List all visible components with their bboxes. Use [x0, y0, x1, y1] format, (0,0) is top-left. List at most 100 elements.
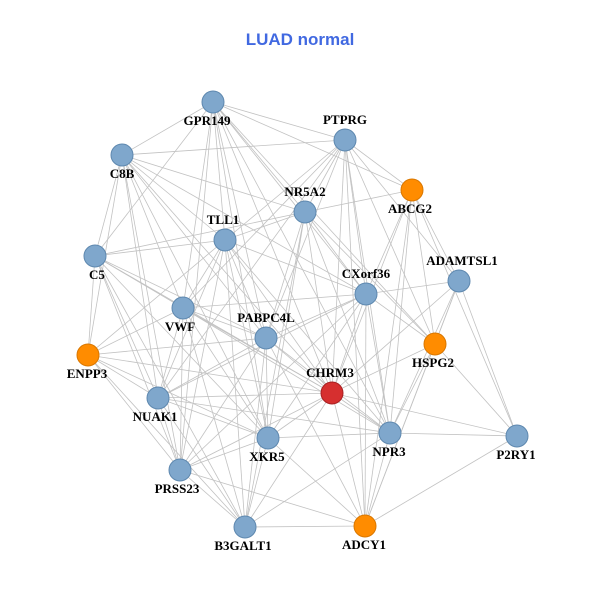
edge-GPR149-PTPRG [212, 101, 346, 141]
node-label-P2RY1: P2RY1 [496, 447, 535, 462]
edge-NPR3-ADCY1 [364, 432, 391, 527]
edge-CXorf36-ADCY1 [364, 293, 367, 527]
edge-CXorf36-CHRM3 [331, 293, 367, 394]
edge-TLL1-NPR3 [224, 239, 391, 434]
edge-TLL1-PABPC4L [224, 239, 267, 339]
edge-PTPRG-PABPC4L [265, 139, 346, 339]
edge-PRSS23-B3GALT1 [179, 469, 246, 528]
edge-ABCG2-ADCY1 [364, 189, 413, 527]
edge-PABPC4L-NUAK1 [157, 337, 267, 399]
edge-NR5A2-XKR5 [267, 211, 306, 439]
edge-TLL1-PRSS23 [179, 239, 226, 471]
edge-CXorf36-PABPC4L [265, 293, 367, 339]
edge-PABPC4L-XKR5 [265, 337, 269, 439]
node-C5 [83, 244, 107, 268]
node-label-NR5A2: NR5A2 [284, 184, 325, 199]
edge-TLL1-C5 [94, 239, 226, 257]
edge-ABCG2-P2RY1 [411, 189, 518, 437]
edge-CHRM3-B3GALT1 [244, 392, 333, 528]
edge-ENPP3-B3GALT1 [87, 354, 246, 528]
edge-CXorf36-HSPG2 [365, 293, 436, 345]
edge-GPR149-ABCG2 [212, 101, 413, 191]
edge-TLL1-XKR5 [224, 239, 269, 439]
edges-layer [87, 101, 518, 528]
edge-GPR149-HSPG2 [212, 101, 436, 345]
node-label-CHRM3: CHRM3 [306, 365, 354, 380]
node-C8B [110, 143, 134, 167]
node-label-B3GALT1: B3GALT1 [214, 538, 271, 553]
node-label-NUAK1: NUAK1 [133, 409, 178, 424]
edge-C8B-VWF [121, 154, 184, 309]
node-P2RY1 [505, 424, 529, 448]
edge-CXorf36-VWF [182, 293, 367, 309]
edge-ENPP3-CHRM3 [87, 354, 333, 394]
edge-ABCG2-CXorf36 [365, 189, 413, 295]
edge-NR5A2-C5 [94, 211, 306, 257]
edge-CXorf36-PRSS23 [179, 293, 367, 471]
edge-GPR149-TLL1 [212, 101, 226, 241]
edge-CHRM3-P2RY1 [331, 392, 518, 437]
edge-HSPG2-CHRM3 [331, 343, 436, 394]
edge-PTPRG-CXorf36 [344, 139, 367, 295]
node-CHRM3 [320, 381, 344, 405]
node-PTPRG [333, 128, 357, 152]
nodes-layer [76, 90, 529, 539]
node-label-PRSS23: PRSS23 [155, 481, 200, 496]
edge-ENPP3-NUAK1 [87, 354, 159, 399]
edge-NPR3-P2RY1 [389, 432, 518, 437]
node-label-ADAMTSL1: ADAMTSL1 [426, 253, 498, 268]
edge-PTPRG-ABCG2 [344, 139, 413, 191]
edge-VWF-NUAK1 [157, 307, 184, 399]
edge-ABCG2-HSPG2 [411, 189, 436, 345]
edge-CXorf36-NPR3 [365, 293, 391, 434]
edge-VWF-XKR5 [182, 307, 269, 439]
edge-NR5A2-ABCG2 [304, 189, 413, 213]
edge-TLL1-VWF [182, 239, 226, 309]
edge-PTPRG-ADCY1 [344, 139, 366, 527]
edge-NR5A2-PABPC4L [265, 211, 306, 339]
edge-ADAMTSL1-NPR3 [389, 280, 460, 434]
node-label-C8B: C8B [110, 166, 135, 181]
edge-GPR149-PABPC4L [212, 101, 267, 339]
edge-PRSS23-ADCY1 [179, 469, 366, 527]
edge-ADAMTSL1-P2RY1 [458, 280, 518, 437]
edge-VWF-PABPC4L [182, 307, 267, 339]
node-XKR5 [256, 426, 280, 450]
edge-VWF-NPR3 [182, 307, 391, 434]
edge-ABCG2-ADAMTSL1 [411, 189, 460, 282]
node-label-PABPC4L: PABPC4L [237, 310, 295, 325]
edge-C5-ENPP3 [87, 255, 96, 356]
node-label-NPR3: NPR3 [372, 444, 406, 459]
node-ADCY1 [353, 514, 377, 538]
edge-NUAK1-NPR3 [157, 397, 391, 434]
edge-TLL1-NUAK1 [157, 239, 226, 399]
edge-GPR149-NR5A2 [212, 101, 306, 213]
edge-HSPG2-P2RY1 [434, 343, 518, 437]
chart-title: LUAD normal [245, 30, 355, 49]
node-label-CXorf36: CXorf36 [342, 266, 391, 281]
node-HSPG2 [423, 332, 447, 356]
edge-C8B-NUAK1 [121, 154, 159, 399]
node-B3GALT1 [233, 515, 257, 539]
node-label-C5: C5 [89, 267, 105, 282]
edge-TLL1-ENPP3 [87, 239, 226, 356]
edge-GPR149-C8B [121, 101, 214, 156]
edge-PABPC4L-ADCY1 [265, 337, 366, 527]
edge-PTPRG-ADAMTSL1 [344, 139, 460, 282]
edge-C8B-PABPC4L [121, 154, 267, 339]
edge-C8B-NR5A2 [121, 154, 306, 213]
edge-CHRM3-PRSS23 [179, 392, 333, 471]
node-NR5A2 [293, 200, 317, 224]
edge-PABPC4L-ENPP3 [87, 337, 267, 356]
node-ABCG2 [400, 178, 424, 202]
edge-PTPRG-NR5A2 [304, 139, 346, 213]
edge-PTPRG-TLL1 [224, 139, 346, 241]
edge-C8B-PRSS23 [121, 154, 181, 471]
edge-PTPRG-C8B [121, 139, 346, 156]
edge-NR5A2-B3GALT1 [244, 211, 306, 528]
node-label-PTPRG: PTPRG [323, 112, 367, 127]
edge-NPR3-B3GALT1 [244, 432, 391, 528]
edge-ENPP3-XKR5 [87, 354, 269, 439]
node-TLL1 [213, 228, 237, 252]
